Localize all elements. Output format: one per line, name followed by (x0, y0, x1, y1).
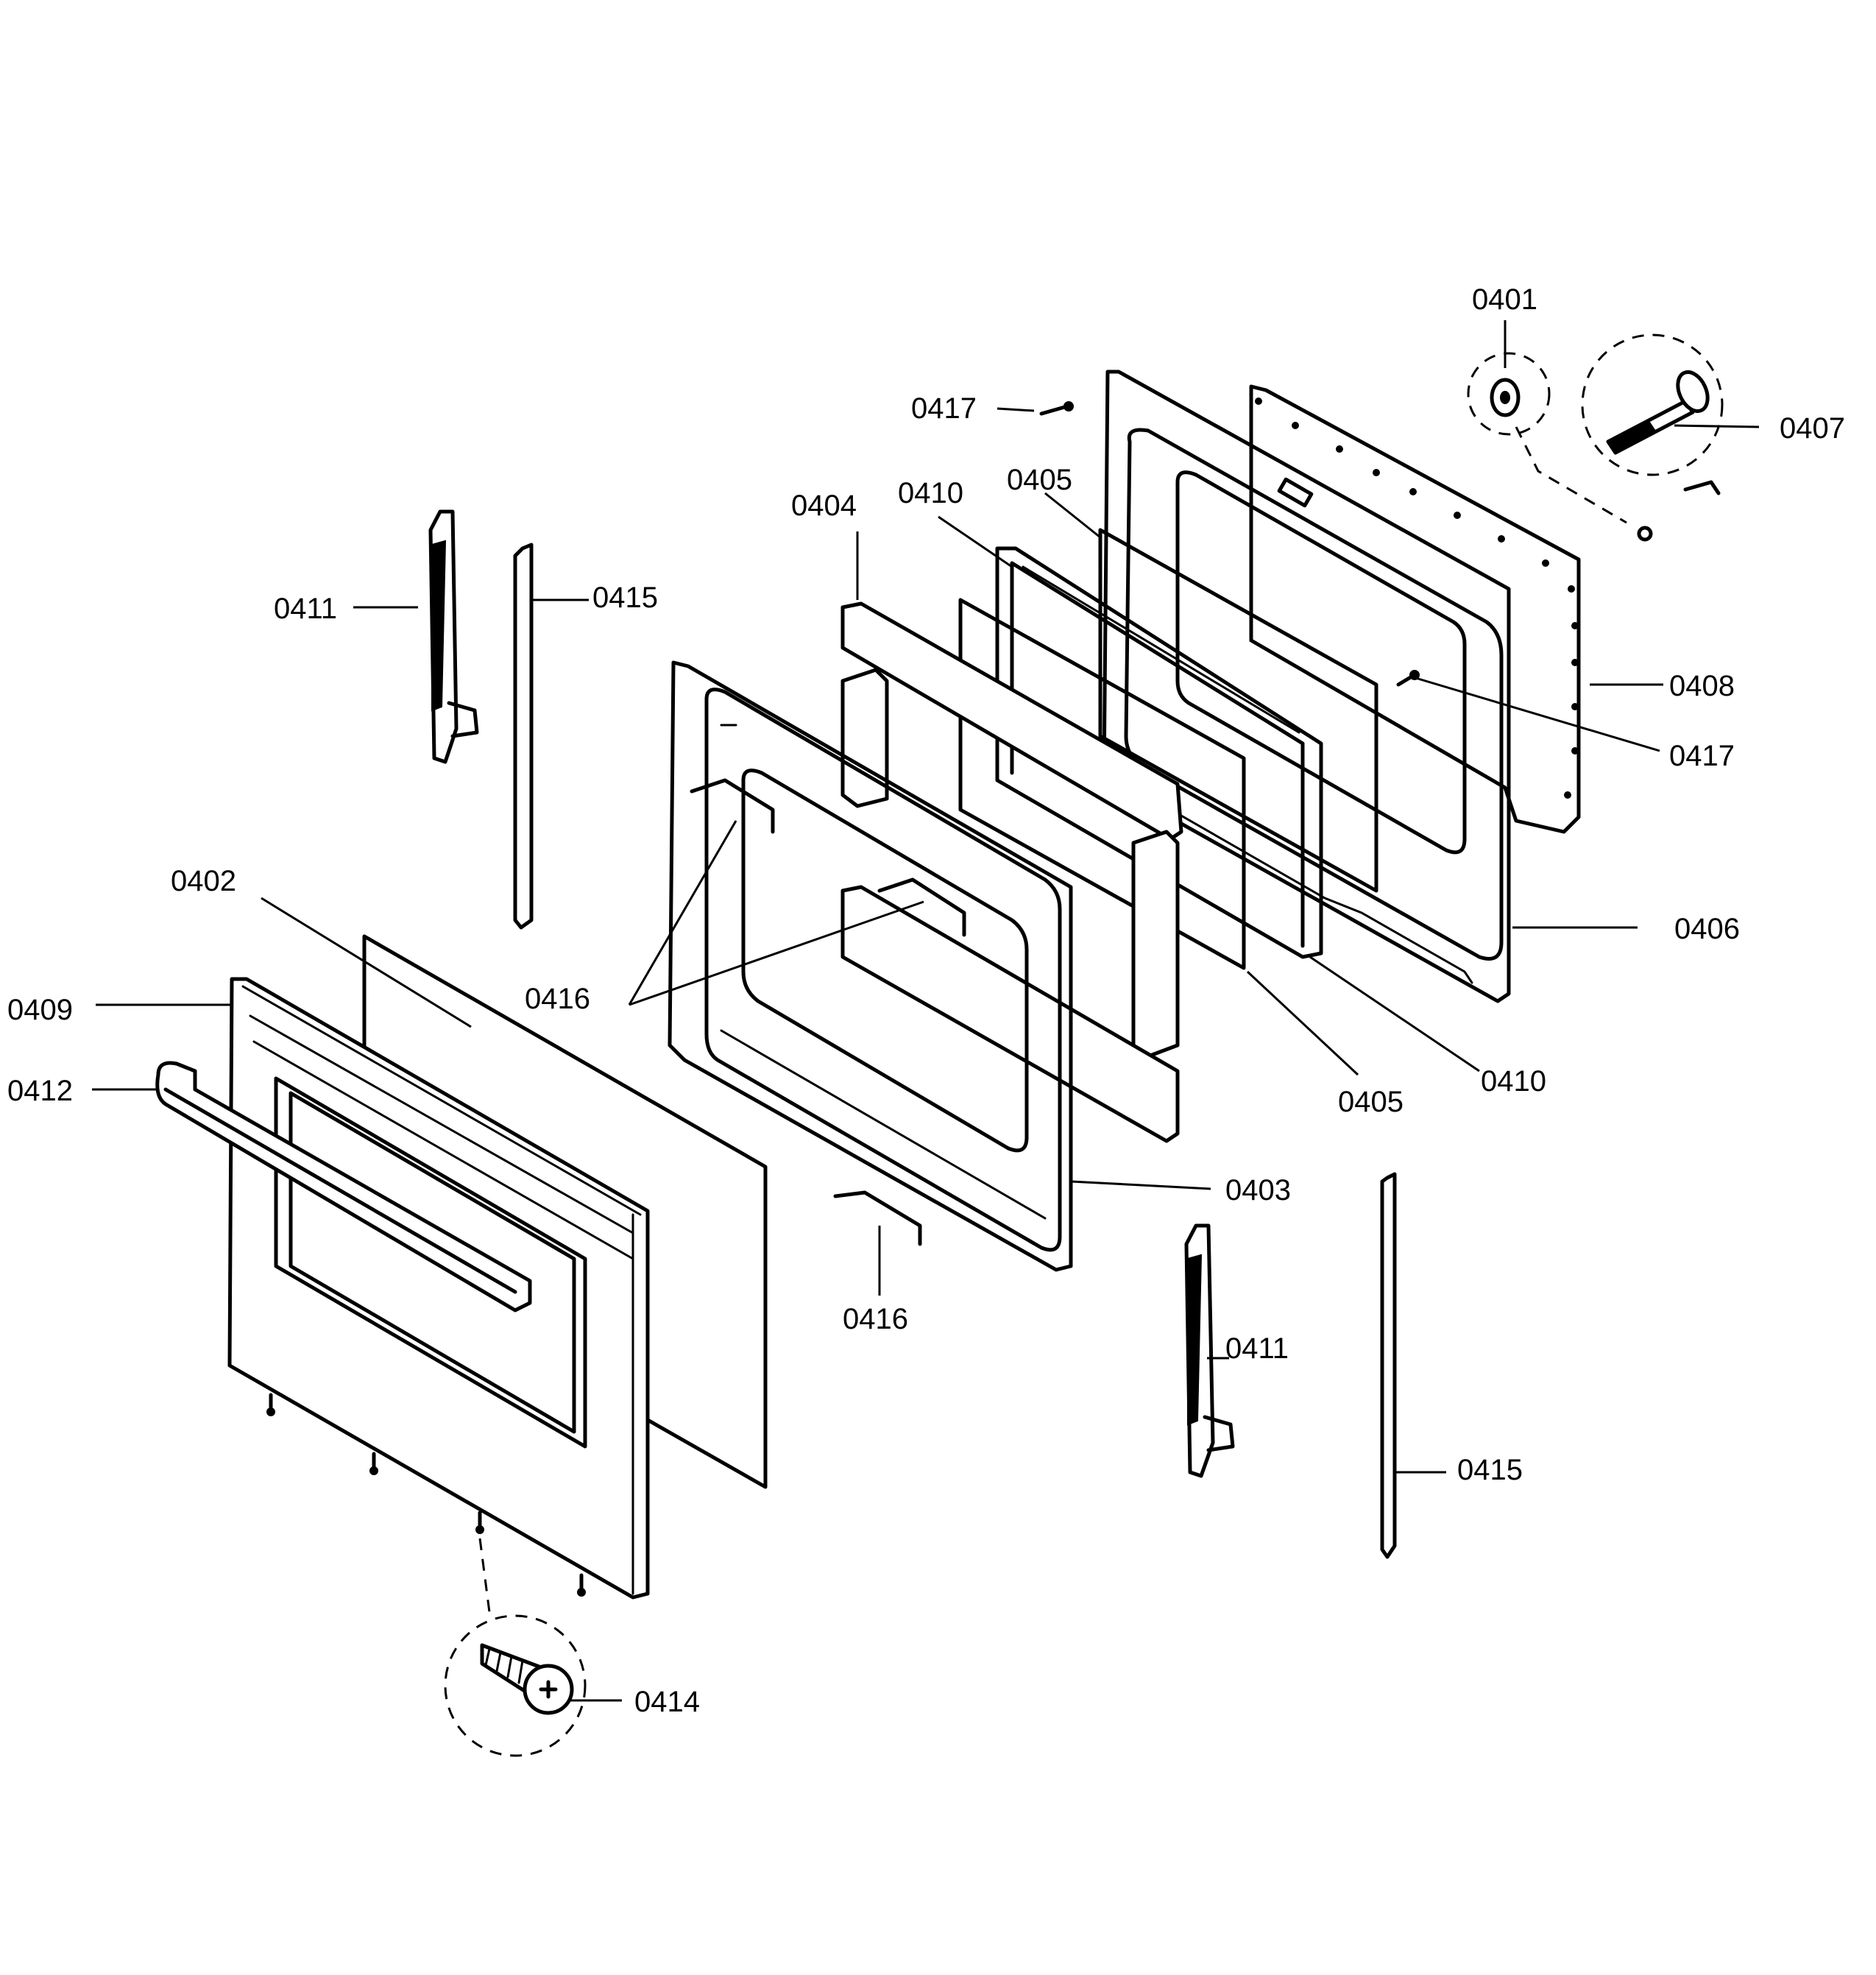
screw-detail-0414 (444, 1538, 587, 1757)
callout-0405-a: 0405 (1007, 464, 1072, 496)
inner-glass-front-0405 (958, 598, 1246, 970)
callout-0417-a: 0417 (911, 392, 977, 425)
outer-door-panel-0409 (227, 977, 650, 1600)
insulation-0404 (840, 601, 1183, 1143)
hinge-right-0411 (1184, 1223, 1235, 1478)
callout-0403: 0403 (1225, 1174, 1291, 1206)
bottom-screws (266, 1393, 586, 1597)
callout-0416-a: 0416 (525, 983, 590, 1015)
callout-0410-a: 0410 (898, 477, 963, 509)
callout-0407: 0407 (1780, 412, 1845, 445)
callout-0412: 0412 (7, 1075, 73, 1107)
callout-0402: 0402 (171, 865, 236, 897)
callout-0414: 0414 (634, 1686, 700, 1718)
callout-0415-a: 0415 (592, 582, 658, 614)
callout-0417-b: 0417 (1669, 740, 1735, 772)
callout-0408: 0408 (1669, 670, 1735, 702)
callout-0404: 0404 (791, 490, 857, 522)
callout-0415-b: 0415 (1457, 1454, 1523, 1486)
door-frame-0403 (668, 660, 1073, 1272)
side-trim-left-0415 (513, 543, 534, 930)
callout-0406: 0406 (1674, 913, 1740, 945)
hinge-left-0411 (428, 509, 479, 764)
callout-0409: 0409 (7, 994, 73, 1026)
side-trim-right-0415 (1380, 1172, 1397, 1559)
callout-0401: 0401 (1472, 283, 1537, 316)
callouts: 0401 0402 0403 0404 0405 0405 0406 0407 … (7, 283, 1845, 1718)
inner-glass-rear-0405 (1098, 528, 1378, 893)
clips-0416 (690, 778, 966, 1246)
callout-0411-b: 0411 (1225, 1332, 1289, 1365)
callout-0416-b: 0416 (843, 1303, 908, 1335)
callout-0405-b: 0405 (1338, 1086, 1404, 1118)
callout-0411-a: 0411 (274, 593, 337, 625)
back-panel-0408 (1249, 384, 1581, 834)
leader-lines (92, 320, 1760, 1702)
small-screws-0417 (1039, 401, 1420, 687)
callout-0410-b: 0410 (1481, 1065, 1546, 1098)
bolt-detail-0407 (1515, 333, 1724, 542)
washer-detail-0401 (1467, 352, 1551, 436)
